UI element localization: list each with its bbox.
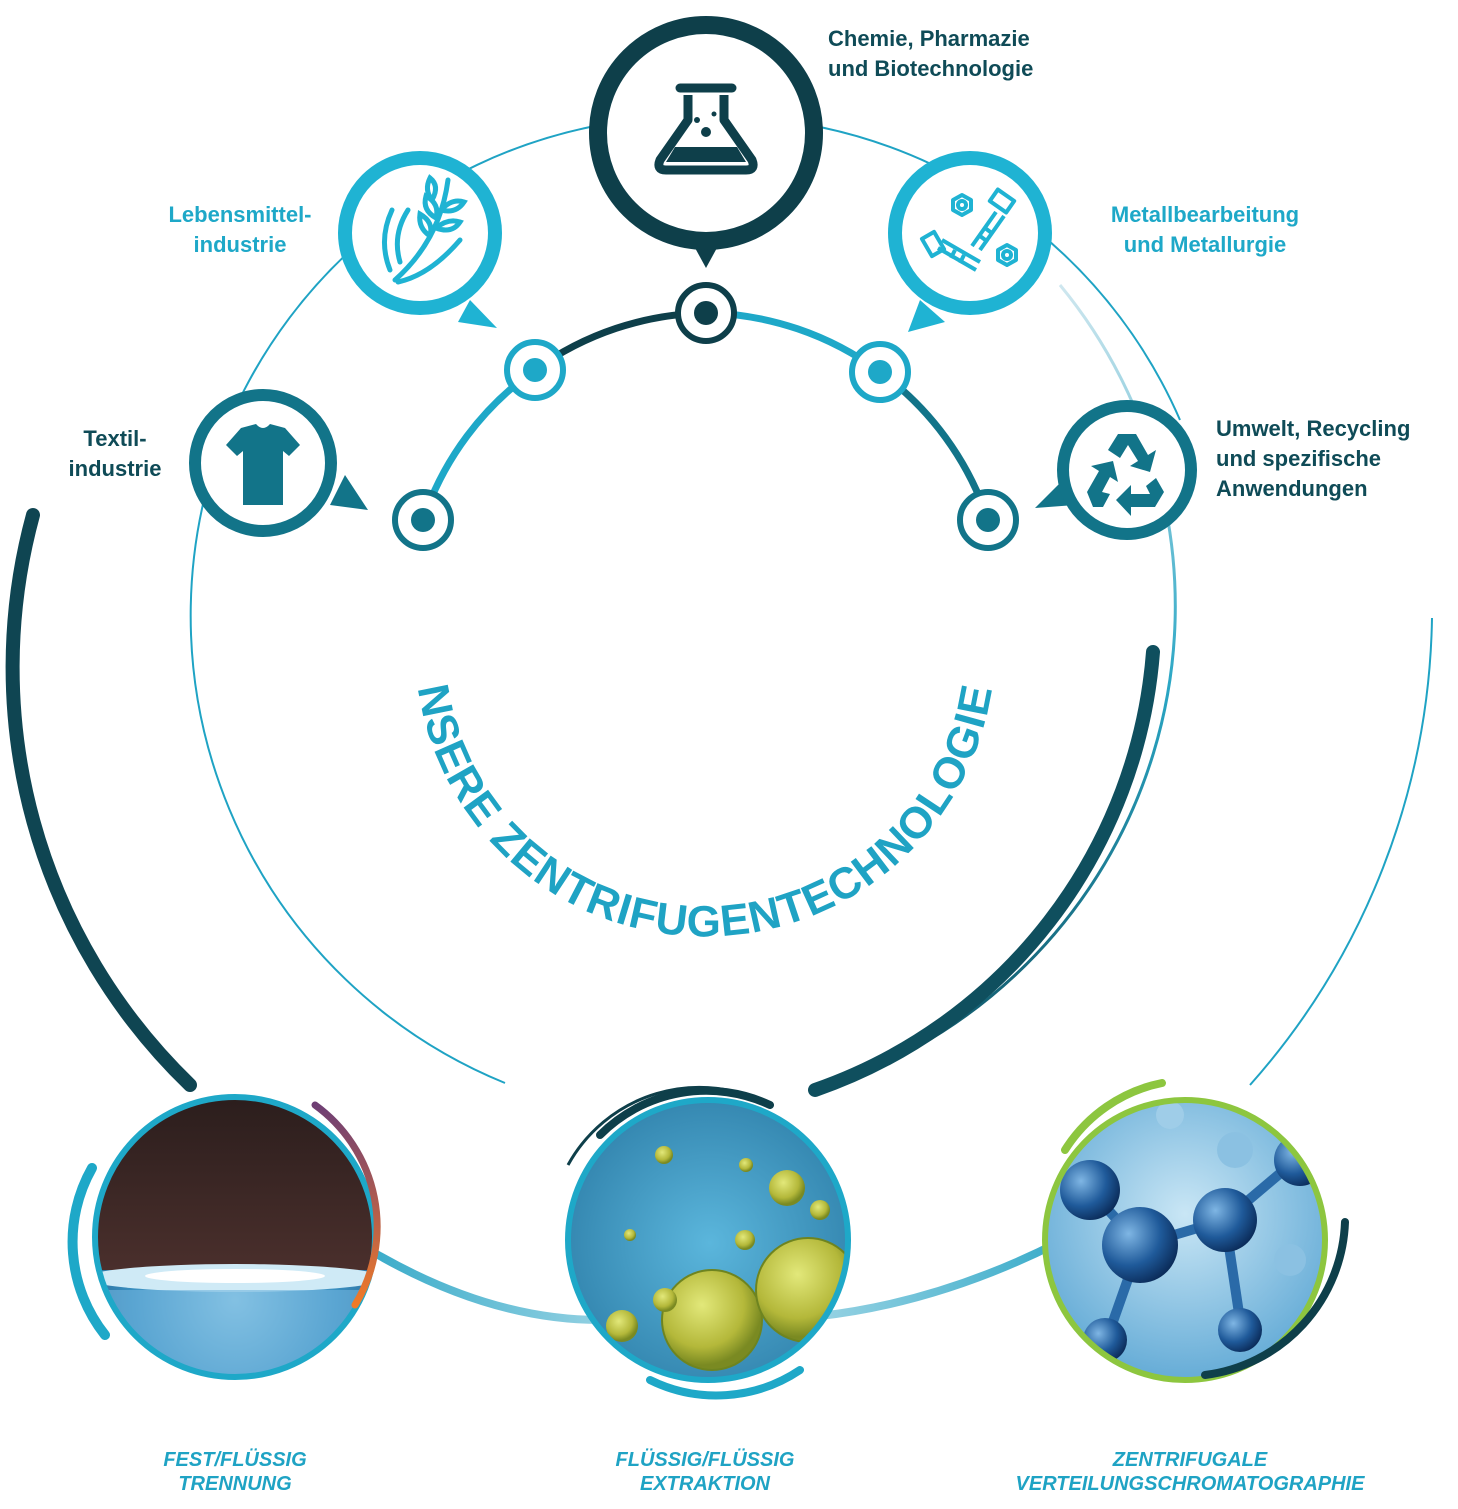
wheat-icon xyxy=(382,174,468,285)
industry-label-chem: Chemie, Pharmazie und Biotechnologie xyxy=(828,24,1088,84)
tech-label-ll-line1: FLÜSSIG/FLÜSSIG xyxy=(615,1449,795,1471)
node-textil xyxy=(392,489,454,551)
industry-label-chem-line2: und Biotechnologie xyxy=(828,56,1034,81)
industry-label-food: Lebensmittel- industrie xyxy=(140,200,340,260)
liquid-surface-photo xyxy=(67,1094,381,1380)
flask-icon xyxy=(654,83,758,175)
outer-arcs xyxy=(5,508,1433,1092)
node-metal xyxy=(849,341,911,403)
industry-bubble-textil xyxy=(189,389,368,537)
node-food xyxy=(504,339,566,401)
tshirt-icon xyxy=(226,424,300,505)
recycle-icon xyxy=(1087,434,1164,516)
tech-label-sl-line2: TRENNUNG xyxy=(178,1473,292,1495)
bolt-nut-icon xyxy=(919,187,1018,272)
industry-label-textil: Textil- industrie xyxy=(40,424,190,484)
industry-label-env-line3: Anwendungen xyxy=(1216,476,1368,501)
industry-label-food-line2: industrie xyxy=(193,232,287,257)
tech-label-sl: FEST/FLÜSSIG TRENNUNG xyxy=(110,1448,360,1496)
tech-label-ll-line2: EXTRAKTION xyxy=(640,1473,770,1495)
tech-label-cpc: ZENTRIFUGALE VERTEILUNGSCHROMATOGRAPHIE xyxy=(960,1448,1420,1496)
molecule-photo xyxy=(1042,1079,1349,1383)
industry-bubble-env xyxy=(1035,400,1197,540)
industry-label-env-line2: und spezifische xyxy=(1216,446,1382,471)
tech-label-ll: FLÜSSIG/FLÜSSIG EXTRAKTION xyxy=(560,1448,850,1496)
oil-droplets-photo xyxy=(565,1085,851,1400)
inner-arc xyxy=(419,309,992,522)
industry-label-textil-line2: industrie xyxy=(68,456,162,481)
industry-bubble-food xyxy=(338,151,502,328)
node-chem xyxy=(675,282,737,344)
industry-label-metal-line2: und Metallurgie xyxy=(1123,232,1287,257)
industry-label-metal: Metallbearbeitung und Metallurgie xyxy=(1080,200,1330,260)
industry-label-chem-line1: Chemie, Pharmazie xyxy=(828,26,1030,51)
industry-label-food-line1: Lebensmittel- xyxy=(168,202,312,227)
industry-label-metal-line1: Metallbearbeitung xyxy=(1110,202,1300,227)
industry-bubble-chem xyxy=(589,16,823,268)
industry-label-textil-line1: Textil- xyxy=(83,426,147,451)
industry-bubble-metal xyxy=(888,151,1052,332)
tech-label-cpc-line2: VERTEILUNGSCHROMATOGRAPHIE xyxy=(1015,1473,1365,1495)
industry-label-env-line1: Umwelt, Recycling xyxy=(1216,416,1411,441)
tech-label-sl-line1: FEST/FLÜSSIG xyxy=(163,1449,307,1471)
node-env xyxy=(957,489,1019,551)
industry-label-env: Umwelt, Recycling und spezifische Anwend… xyxy=(1216,414,1456,504)
tech-label-cpc-line1: ZENTRIFUGALE xyxy=(1112,1449,1268,1471)
